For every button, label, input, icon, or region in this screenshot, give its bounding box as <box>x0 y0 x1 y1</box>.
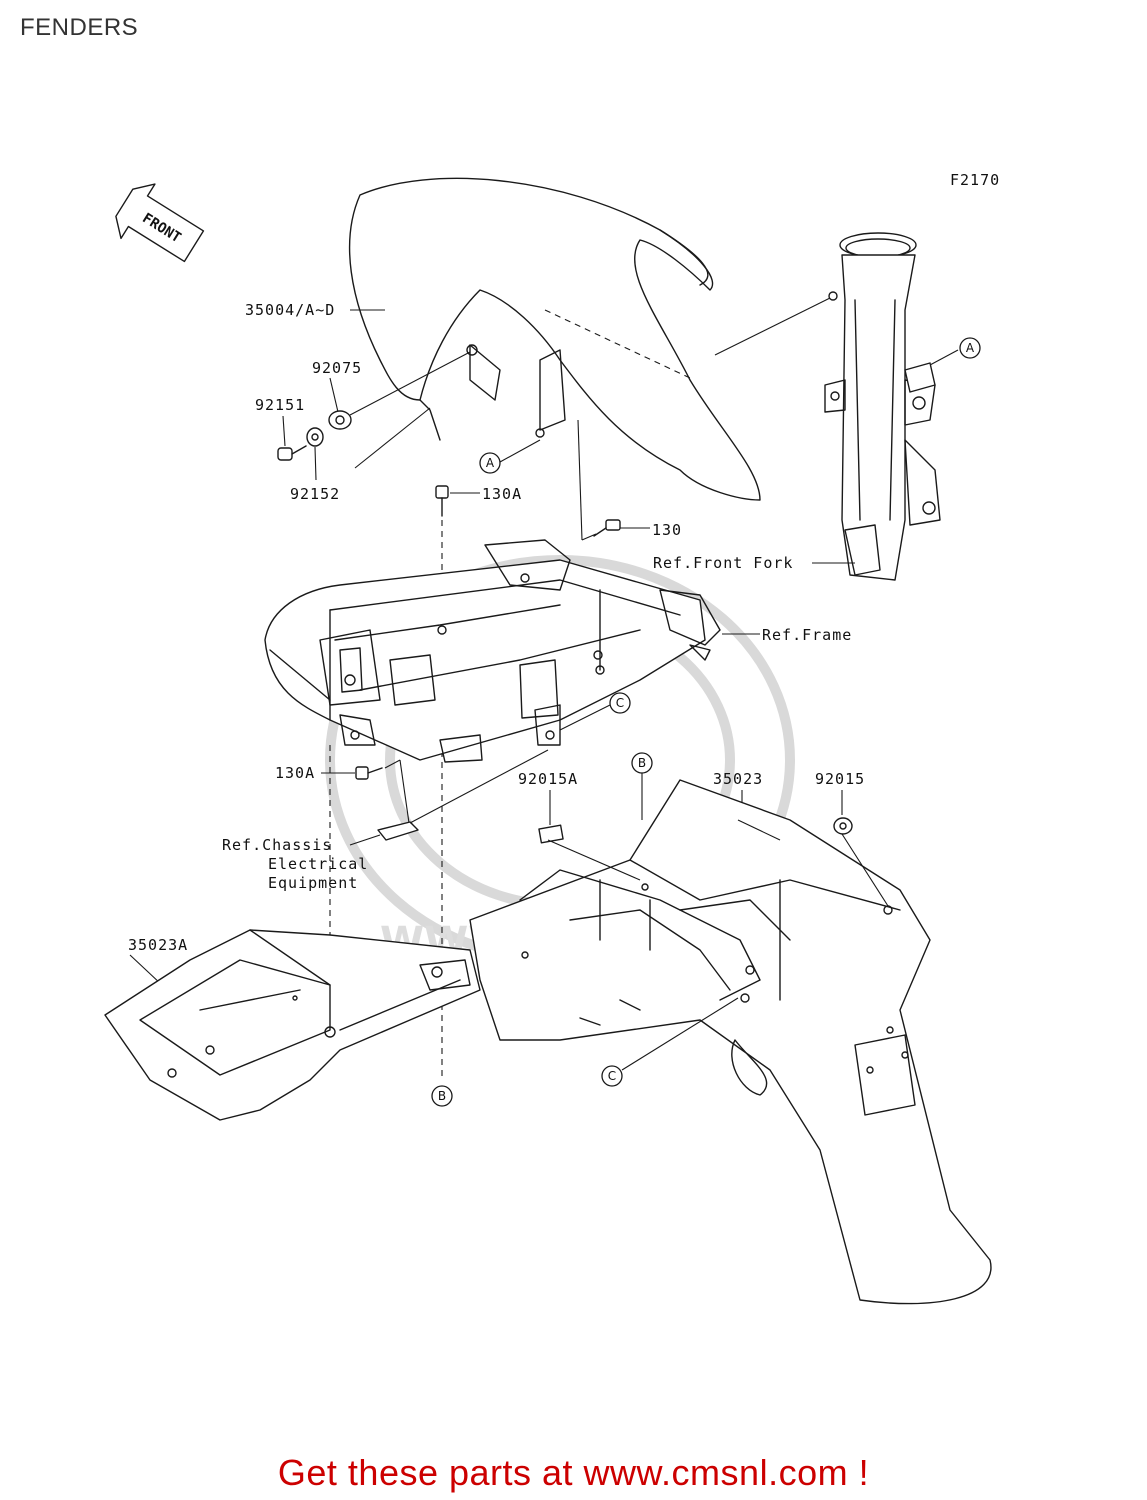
label-92151: 92151 <box>255 396 305 414</box>
callout-c2-label: C <box>608 1069 616 1083</box>
callout-c1-label: C <box>616 696 624 710</box>
label-35004: 35004/A~D <box>245 301 335 319</box>
front-fender <box>348 177 761 501</box>
callout-a1-label: A <box>486 456 495 470</box>
label-35023A: 35023A <box>128 936 188 954</box>
label-130A-mid: 130A <box>275 764 315 782</box>
callout-b1-label: B <box>638 756 646 770</box>
label-130A-top: 130A <box>482 485 522 503</box>
callout-c2: C <box>601 997 739 1087</box>
label-ref-chassis-3: Equipment <box>268 874 358 892</box>
label-92152: 92152 <box>290 485 340 503</box>
callout-b2: B <box>431 1085 453 1107</box>
bolt-130A-mid <box>355 766 383 780</box>
label-35023: 35023 <box>713 770 763 788</box>
page-title: FENDERS <box>20 14 139 41</box>
bolt-130A-top <box>435 485 449 517</box>
label-92075: 92075 <box>312 359 362 377</box>
diagram-code: F2170 <box>950 171 1000 189</box>
front-fork <box>824 232 941 581</box>
callout-b1: B <box>631 752 653 820</box>
bolt-130 <box>593 519 621 537</box>
grommet-92015 <box>833 817 853 835</box>
rear-frame <box>264 539 721 763</box>
parts-diagram: WWW.CMSNL.COM F2170 FRONT 35004/A~D <box>104 171 1000 1305</box>
label-130: 130 <box>652 521 682 539</box>
callout-b2-label: B <box>438 1089 446 1103</box>
label-ref-frame: Ref.Frame <box>762 626 852 644</box>
callout-c1: C <box>559 692 631 731</box>
nut-92015A <box>538 824 564 844</box>
washer-92152 <box>306 427 324 447</box>
label-ref-chassis-1: Ref.Chassis <box>222 836 332 854</box>
label-ref-chassis-2: Electrical <box>268 855 368 873</box>
clip-ref-chassis <box>377 821 419 841</box>
label-ref-front-fork: Ref.Front Fork <box>653 554 793 572</box>
callout-a2: A <box>904 337 981 393</box>
screw-92151 <box>277 445 307 461</box>
rear-fender-35023 <box>469 779 992 1305</box>
front-arrow-icon: FRONT <box>115 183 205 263</box>
label-92015A: 92015A <box>518 770 578 788</box>
cta-link[interactable]: Get these parts at www.cmsnl.com ! <box>277 1452 870 1493</box>
callout-a1: A <box>479 439 541 474</box>
rear-inner-fender-35023A <box>104 929 481 1121</box>
grommet-92075 <box>328 410 352 430</box>
callout-a2-label: A <box>966 341 975 355</box>
label-92015: 92015 <box>815 770 865 788</box>
